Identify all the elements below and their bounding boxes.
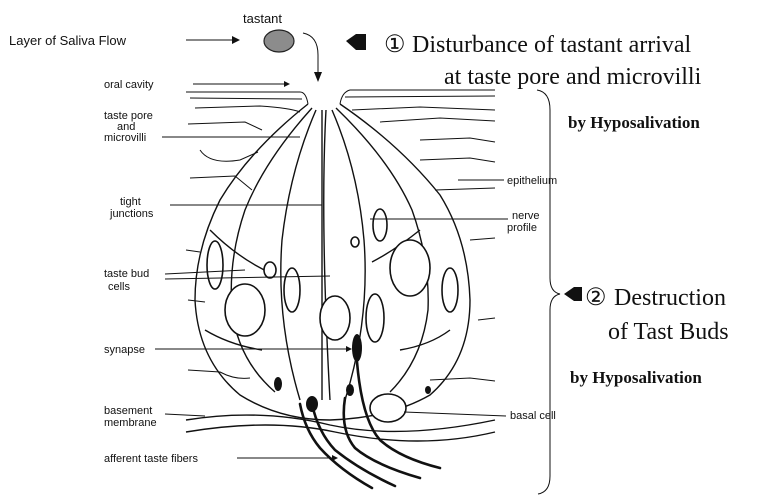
tastant-label: tastant xyxy=(243,11,282,26)
leader-basement-membrane xyxy=(165,414,205,416)
cell-nuclei xyxy=(207,209,458,422)
label-nerve-profile-1: nerve xyxy=(512,210,540,222)
leader-basal-cell xyxy=(404,412,506,416)
point2-number: ② xyxy=(585,285,607,311)
point1-line2: at taste pore and microvilli xyxy=(444,64,702,90)
point1-cause: by Hyposalivation xyxy=(568,113,700,132)
basement-membrane-line xyxy=(186,415,495,431)
label-taste-pore-3: microvilli xyxy=(104,132,146,144)
saliva-arrow-head xyxy=(232,36,240,44)
label-tight-junctions-2: junctions xyxy=(109,208,154,220)
point1-line1: Disturbance of tastant arrival xyxy=(412,32,692,58)
point1-pointer-icon xyxy=(346,34,366,50)
point2-line1: Destruction xyxy=(614,285,726,311)
leader-taste-bud-cells-b xyxy=(165,276,330,279)
afferent-fibers xyxy=(300,362,440,488)
leader-oral-cavity-head xyxy=(284,81,290,87)
label-oral-cavity: oral cavity xyxy=(104,79,154,91)
saliva-label: Layer of Saliva Flow xyxy=(9,33,127,48)
leader-synapse-head xyxy=(346,346,352,352)
label-epithelium: epithelium xyxy=(507,175,557,187)
label-basal-cell: basal cell xyxy=(510,410,556,422)
point1-number: ① xyxy=(384,32,406,58)
brace xyxy=(537,90,560,494)
tastant-arrow-head xyxy=(314,72,322,82)
leader-taste-bud-cells-a xyxy=(165,270,245,274)
label-nerve-profile-2: profile xyxy=(507,222,537,234)
tastant-particle xyxy=(264,30,294,52)
label-tight-junctions-1: tight xyxy=(120,196,141,208)
point2-cause: by Hyposalivation xyxy=(570,368,702,387)
point2-pointer-icon xyxy=(564,287,582,301)
label-taste-bud-cells-2: cells xyxy=(108,281,131,293)
label-taste-bud-cells-1: taste bud xyxy=(104,268,149,280)
tastant-arrow xyxy=(303,33,318,78)
label-basement-membrane-2: membrane xyxy=(104,417,157,429)
point2-line2: of Tast Buds xyxy=(608,319,729,345)
label-basement-membrane-1: basement xyxy=(104,405,152,417)
leader-afferent-fibers-head xyxy=(332,455,338,461)
label-afferent-fibers: afferent taste fibers xyxy=(104,453,198,465)
label-synapse: synapse xyxy=(104,344,145,356)
